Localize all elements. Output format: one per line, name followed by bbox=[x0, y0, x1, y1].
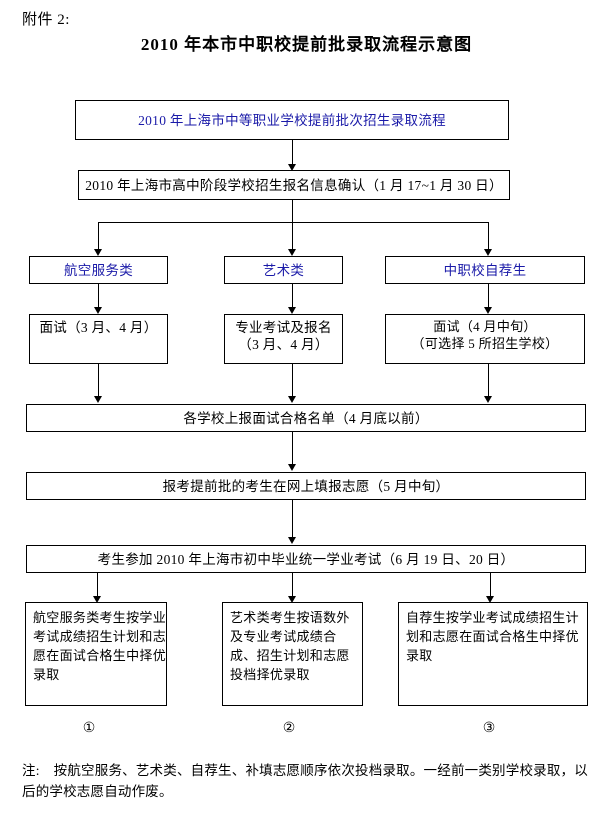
flow-box-exam: 考生参加 2010 年上海市初中毕业统一学业考试（6 月 19 日、20 日） bbox=[26, 545, 586, 573]
arrow-report-to-volunteer bbox=[288, 464, 296, 471]
step-box-self-rec-interview: 面试（4 月中旬） （可选择 5 所招生学校） bbox=[385, 314, 585, 364]
category-box-self-recommended: 中职校自荐生 bbox=[385, 256, 585, 284]
step-box-art-exam-line1: 专业考试及报名 bbox=[235, 320, 332, 335]
arrow-exam-to-result-1 bbox=[93, 596, 101, 603]
flow-box-header-label: 2010 年上海市中等职业学校提前批次招生录取流程 bbox=[138, 112, 446, 128]
step-box-aviation-interview-label: 面试（3 月、4 月） bbox=[39, 320, 158, 335]
connector-step-art-to-report bbox=[292, 364, 293, 397]
connector-aviation-to-step bbox=[98, 284, 99, 308]
result-box-self-recommended: 自荐生按学业考试成绩招生计划和志愿在面试合格生中择优录取 bbox=[398, 602, 588, 706]
category-box-art-label: 艺术类 bbox=[262, 262, 305, 278]
attachment-label: 附件 2: bbox=[22, 12, 70, 28]
arrow-step-art-to-report bbox=[288, 396, 296, 403]
result-box-aviation-label: 航空服务类考生按学业考试成绩招生计划和志愿在面试合格生中择优录取 bbox=[33, 610, 167, 682]
connector-self-rec-to-step bbox=[488, 284, 489, 308]
arrow-to-category-2 bbox=[288, 249, 296, 256]
flow-box-exam-label: 考生参加 2010 年上海市初中毕业统一学业考试（6 月 19 日、20 日） bbox=[97, 551, 515, 567]
result-box-self-recommended-label: 自荐生按学业考试成绩招生计划和志愿在面试合格生中择优录取 bbox=[406, 610, 579, 663]
category-box-aviation: 航空服务类 bbox=[29, 256, 168, 284]
arrow-exam-to-result-3 bbox=[486, 596, 494, 603]
category-box-aviation-label: 航空服务类 bbox=[64, 262, 133, 278]
flow-box-volunteer-label: 报考提前批的考生在网上填报志愿（5 月中旬） bbox=[162, 478, 450, 494]
arrow-step-aviation-to-report bbox=[94, 396, 102, 403]
connector-split-bar bbox=[98, 222, 488, 223]
footnote-lead: 注: bbox=[22, 763, 40, 778]
step-box-self-rec-interview-line2: （可选择 5 所招生学校） bbox=[411, 335, 559, 351]
arrow-header-to-confirm bbox=[288, 164, 296, 171]
connector-step-self-rec-to-report bbox=[488, 364, 489, 397]
flow-box-confirm: 2010 年上海市高中阶段学校招生报名信息确认（1 月 17~1 月 30 日） bbox=[78, 170, 510, 200]
connector-header-to-confirm bbox=[292, 140, 293, 165]
step-box-art-exam: 专业考试及报名 （3 月、4 月） bbox=[224, 314, 343, 364]
arrow-exam-to-result-2 bbox=[288, 596, 296, 603]
connector-exam-to-result-1 bbox=[97, 573, 98, 599]
connector-confirm-stem bbox=[292, 200, 293, 222]
connector-report-to-volunteer bbox=[292, 432, 293, 465]
page-title: 2010 年本市中职校提前批录取流程示意图 bbox=[140, 35, 473, 54]
marker-1: ① bbox=[82, 721, 96, 736]
footnote: 注:按航空服务、艺术类、自荐生、补填志愿顺序依次投档录取。一经前一类别学校录取，… bbox=[22, 760, 597, 802]
arrow-to-category-3 bbox=[484, 249, 492, 256]
step-box-aviation-interview: 面试（3 月、4 月） bbox=[29, 314, 168, 364]
arrow-step-self-rec-to-report bbox=[484, 396, 492, 403]
arrow-aviation-to-step bbox=[94, 307, 102, 314]
connector-step-aviation-to-report bbox=[98, 364, 99, 397]
connector-split-right bbox=[488, 222, 489, 250]
result-box-aviation: 航空服务类考生按学业考试成绩招生计划和志愿在面试合格生中择优录取 bbox=[25, 602, 167, 706]
result-box-art-label: 艺术类考生按语数外及专业考试成绩合成、招生计划和志愿投档择优录取 bbox=[230, 610, 350, 682]
connector-volunteer-to-exam bbox=[292, 500, 293, 538]
flow-box-volunteer: 报考提前批的考生在网上填报志愿（5 月中旬） bbox=[26, 472, 586, 500]
category-box-art: 艺术类 bbox=[224, 256, 343, 284]
connector-exam-to-result-3 bbox=[490, 573, 491, 599]
connector-exam-to-result-2 bbox=[292, 573, 293, 599]
arrow-to-category-1 bbox=[94, 249, 102, 256]
connector-art-to-step bbox=[292, 284, 293, 308]
flow-box-report-label: 各学校上报面试合格名单（4 月底以前） bbox=[183, 410, 429, 426]
connector-split-left bbox=[98, 222, 99, 250]
marker-3: ③ bbox=[482, 721, 496, 736]
flow-box-report: 各学校上报面试合格名单（4 月底以前） bbox=[26, 404, 586, 432]
arrow-volunteer-to-exam bbox=[288, 537, 296, 544]
flow-box-header: 2010 年上海市中等职业学校提前批次招生录取流程 bbox=[75, 100, 509, 140]
footnote-text: 按航空服务、艺术类、自荐生、补填志愿顺序依次投档录取。一经前一类别学校录取，以后… bbox=[22, 763, 588, 799]
flow-box-confirm-label: 2010 年上海市高中阶段学校招生报名信息确认（1 月 17~1 月 30 日） bbox=[85, 177, 503, 193]
connector-split-middle bbox=[292, 222, 293, 250]
marker-2: ② bbox=[282, 721, 296, 736]
result-box-art: 艺术类考生按语数外及专业考试成绩合成、招生计划和志愿投档择优录取 bbox=[222, 602, 363, 706]
arrow-self-rec-to-step bbox=[484, 307, 492, 314]
step-box-art-exam-line2: （3 月、4 月） bbox=[238, 337, 329, 352]
arrow-art-to-step bbox=[288, 307, 296, 314]
step-box-self-rec-interview-line1: 面试（4 月中旬） bbox=[433, 319, 537, 334]
category-box-self-recommended-label: 中职校自荐生 bbox=[443, 262, 527, 278]
